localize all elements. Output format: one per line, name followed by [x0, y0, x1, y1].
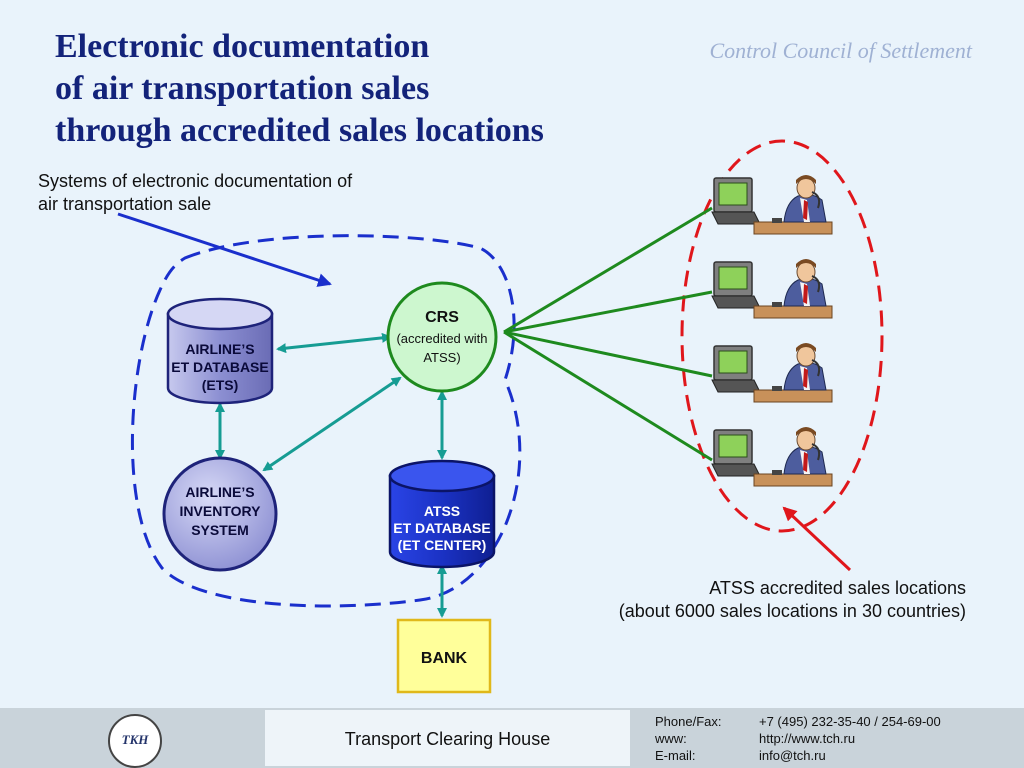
contact-label: Phone/Fax:: [655, 714, 722, 729]
crs-title: CRS: [425, 309, 459, 326]
airline-db-crs-link: [276, 332, 392, 354]
contact-label: E-mail:: [655, 748, 696, 763]
sales-boundary: [680, 139, 884, 533]
crs-location-link: [503, 206, 713, 334]
bank-node: BANK: [396, 618, 492, 694]
node-label: ET DATABASE: [171, 359, 268, 375]
node-label: AIRLINE’S: [185, 484, 254, 500]
sales-location-workstation-4: [711, 426, 833, 487]
slide-title: Electronic documentation of air transpor…: [55, 26, 544, 152]
contact-value[interactable]: http://www.tch.ru: [759, 731, 856, 746]
contact-value[interactable]: info@tch.ru: [759, 748, 826, 763]
contact-value: +7 (495) 232-35-40 / 254-69-00: [759, 714, 941, 729]
contact-row: Phone/Fax: +7 (495) 232-35-40 / 254-69-0…: [655, 713, 941, 730]
airline-et-database: AIRLINE’S ET DATABASE (ETS): [166, 297, 274, 405]
tch-logo: TKH: [108, 714, 162, 768]
brand-name: Control Council of Settlement: [709, 38, 972, 63]
atss-et-database: ATSS ET DATABASE (ET CENTER): [388, 459, 496, 569]
organization-name: Transport Clearing House: [344, 729, 551, 749]
contact-row: E-mail: info@tch.ru: [655, 747, 941, 764]
sales-location-workstation-1: [711, 174, 833, 235]
airline-inventory-system: AIRLINE’S INVENTORY SYSTEM: [162, 456, 278, 572]
contact-info: Phone/Fax: +7 (495) 232-35-40 / 254-69-0…: [655, 713, 941, 764]
note-line: ATSS accredited sales locations: [709, 578, 966, 598]
inventory-crs-link: [262, 376, 402, 472]
footer-bar: TKH Transport Clearing House Phone/Fax: …: [0, 708, 1024, 768]
node-label: ATSS: [424, 503, 460, 519]
locations-note: ATSS accredited sales locations (about 6…: [619, 577, 966, 623]
node-label: INVENTORY: [180, 503, 262, 519]
bank-label: BANK: [421, 650, 468, 667]
logo-text: TKH: [121, 732, 149, 747]
systems-note: Systems of electronic documentation of a…: [38, 170, 352, 216]
node-label: ATSS): [423, 350, 460, 365]
node-label: (ETS): [202, 377, 239, 393]
organization-panel: Transport Clearing House: [265, 710, 630, 766]
contact-label: www:: [655, 731, 687, 746]
node-label: AIRLINE’S: [185, 341, 254, 357]
note-line: (about 6000 sales locations in 30 countr…: [618, 601, 966, 621]
contact-row: www: http://www.tch.ru: [655, 730, 941, 747]
crs-location-link: [503, 330, 713, 462]
crs-node: CRS (accredited with ATSS): [386, 281, 498, 393]
title-line: of air transportation sales: [55, 70, 430, 107]
title-line: Electronic documentation: [55, 28, 430, 65]
note-line: air transportation sale: [38, 194, 212, 214]
note-line: Systems of electronic documentation of: [38, 171, 353, 191]
node-label: SYSTEM: [191, 522, 249, 538]
sales-location-workstation-3: [711, 342, 833, 403]
node-label: ET DATABASE: [393, 520, 490, 536]
node-label: (accredited with: [396, 331, 487, 346]
systems-pointer-arrow: [117, 212, 332, 287]
diagram-canvas: AIRLINE’S ET DATABASE (ETS) AIRLINE’S IN…: [117, 139, 884, 694]
crs-location-link: [503, 290, 713, 334]
crs-location-link: [503, 330, 713, 378]
locations-pointer-arrow: [782, 506, 852, 572]
title-line: through accredited sales locations: [55, 112, 544, 149]
sales-location-workstation-2: [711, 258, 833, 319]
node-label: (ET CENTER): [398, 537, 487, 553]
